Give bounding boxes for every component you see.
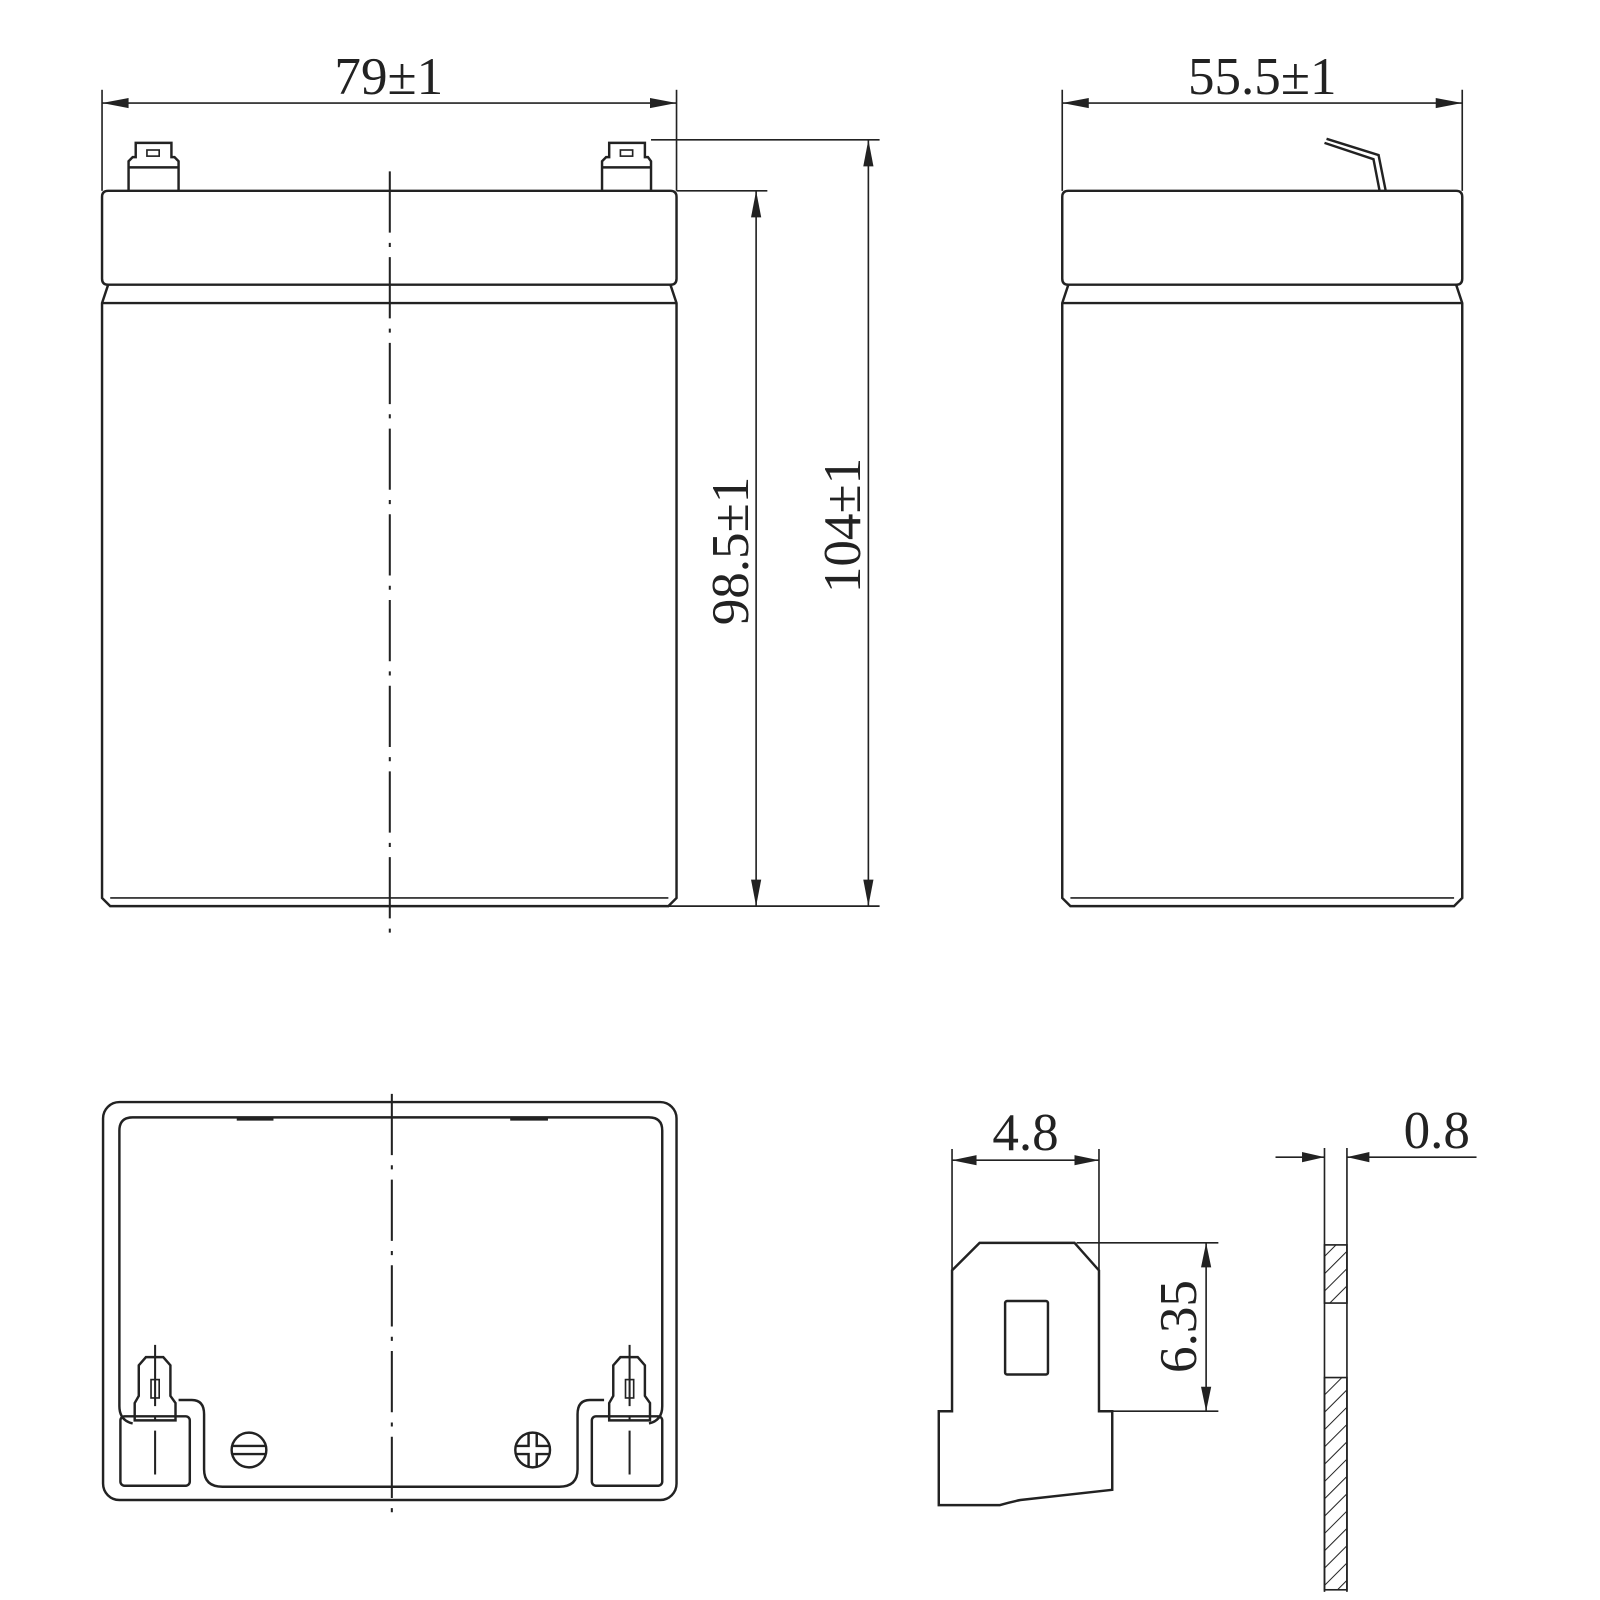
tab-section xyxy=(1323,1147,1348,1592)
top-view xyxy=(101,1093,678,1523)
terminal-left-top xyxy=(133,1344,177,1475)
terminal-right-top xyxy=(607,1344,652,1475)
tab-thickness-dimension: 0.8 xyxy=(1275,1102,1477,1163)
width-dimension: 79±1 xyxy=(101,48,678,191)
body-height-label: 98.5±1 xyxy=(702,477,760,625)
positive-symbol-icon xyxy=(514,1431,552,1469)
terminal-left xyxy=(127,141,180,191)
front-view: 79±1 98.5±1 104±1 xyxy=(100,48,880,937)
tab-height-label: 6.35 xyxy=(1150,1280,1208,1373)
terminal-right xyxy=(600,141,653,191)
total-height-label: 104±1 xyxy=(814,458,872,593)
tab-width-dimension: 4.8 xyxy=(951,1104,1100,1271)
depth-label: 55.5±1 xyxy=(1188,48,1336,106)
negative-symbol-icon xyxy=(230,1431,268,1469)
tab-thickness-label: 0.8 xyxy=(1404,1102,1470,1160)
width-label: 79±1 xyxy=(334,48,443,106)
side-view: 55.5±1 xyxy=(1061,48,1464,908)
body-height-dimension: 98.5±1 xyxy=(663,190,880,907)
depth-dimension: 55.5±1 xyxy=(1061,48,1464,191)
terminal-side xyxy=(1324,137,1387,192)
total-height-dimension: 104±1 xyxy=(651,138,880,907)
terminal-detail: 4.8 6.35 0.8 xyxy=(937,1102,1477,1592)
tab-height-dimension: 6.35 xyxy=(1076,1242,1219,1413)
tab-width-label: 4.8 xyxy=(992,1104,1058,1162)
